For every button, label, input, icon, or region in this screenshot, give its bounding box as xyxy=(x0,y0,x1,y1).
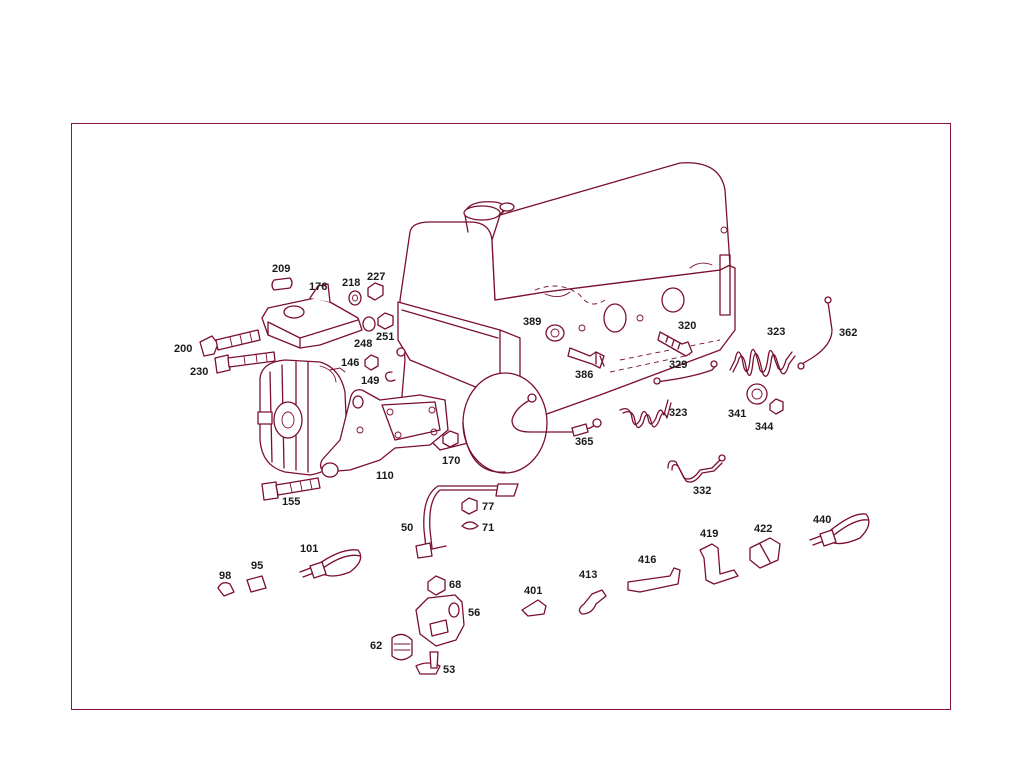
callout-53: 53 xyxy=(443,664,455,676)
part-98-clip xyxy=(217,582,235,597)
part-323-wire-lower xyxy=(619,399,669,426)
part-422-clip xyxy=(749,537,781,569)
callout-344: 344 xyxy=(755,421,774,433)
diagram-frame xyxy=(71,123,951,710)
callout-110: 110 xyxy=(376,470,394,482)
callout-389: 389 xyxy=(523,316,541,328)
alternator xyxy=(257,359,348,476)
part-320-plug xyxy=(657,331,693,357)
part-77-nut xyxy=(461,497,478,515)
part-386-sender xyxy=(567,347,605,369)
part-344-nut xyxy=(769,398,784,415)
callout-209: 209 xyxy=(272,263,290,275)
callout-95: 95 xyxy=(251,560,263,572)
part-419-bracket xyxy=(699,543,739,585)
part-389-seal xyxy=(545,324,565,342)
part-62-plug xyxy=(391,633,413,661)
callout-56: 56 xyxy=(468,607,480,619)
callout-320: 320 xyxy=(678,320,696,332)
callout-71: 71 xyxy=(482,522,494,534)
part-227-nut xyxy=(367,282,384,301)
callout-77: 77 xyxy=(482,501,494,513)
callout-440: 440 xyxy=(813,514,831,526)
callout-413: 413 xyxy=(579,569,597,581)
part-341-grommet xyxy=(746,383,768,405)
part-68-nut xyxy=(427,575,446,596)
part-200-bolt xyxy=(199,329,261,357)
part-170-nut xyxy=(442,430,459,448)
callout-227: 227 xyxy=(367,271,385,283)
callout-422: 422 xyxy=(754,523,772,535)
callout-176: 176 xyxy=(309,281,327,293)
part-146-nut xyxy=(364,354,379,371)
part-53-screw xyxy=(415,651,441,675)
callout-323-lower: 323 xyxy=(669,407,687,419)
callout-62: 62 xyxy=(370,640,382,652)
part-155-bolt xyxy=(261,477,321,501)
callout-170: 170 xyxy=(442,455,460,467)
callout-155: 155 xyxy=(282,496,300,508)
callout-323-upper: 323 xyxy=(767,326,785,338)
part-95-washer xyxy=(246,575,267,593)
callout-98: 98 xyxy=(219,570,231,582)
callout-146: 146 xyxy=(341,357,359,369)
callout-68: 68 xyxy=(449,579,461,591)
part-401-clip xyxy=(521,599,547,617)
callout-248: 248 xyxy=(354,338,372,350)
part-110-bracket xyxy=(319,389,449,478)
part-413-clamp xyxy=(578,589,607,615)
callout-labels: 209 176 218 227 200 230 248 251 146 149 … xyxy=(174,263,857,676)
part-416-bracket xyxy=(627,567,681,593)
part-71-ring xyxy=(461,521,479,530)
part-365-wire xyxy=(511,399,598,433)
part-149-clip xyxy=(384,371,396,382)
part-101-cable-tie xyxy=(299,549,362,579)
engine-block xyxy=(396,162,736,474)
callout-341: 341 xyxy=(728,408,746,420)
part-230-bolt xyxy=(214,351,276,374)
callout-329: 329 xyxy=(669,359,687,371)
callout-200: 200 xyxy=(174,343,192,355)
part-251-nut xyxy=(377,312,394,330)
part-248-washer xyxy=(362,316,376,332)
callout-218: 218 xyxy=(342,277,360,289)
callout-419: 419 xyxy=(700,528,718,540)
part-362-ground-strap xyxy=(801,301,833,365)
callout-362: 362 xyxy=(839,327,857,339)
part-332-wire xyxy=(667,459,721,480)
callout-50: 50 xyxy=(401,522,413,534)
callout-251: 251 xyxy=(376,331,394,343)
part-56-bracket xyxy=(415,594,465,647)
callout-101: 101 xyxy=(300,543,318,555)
callout-365: 365 xyxy=(575,436,593,448)
part-50-sender xyxy=(415,483,519,559)
part-176-bracket xyxy=(261,283,363,349)
callout-230: 230 xyxy=(190,366,208,378)
callout-386: 386 xyxy=(575,369,593,381)
part-440-cable-tie xyxy=(809,513,870,547)
callout-149: 149 xyxy=(361,375,379,387)
part-323-wire-upper xyxy=(729,348,793,373)
callout-416: 416 xyxy=(638,554,656,566)
callout-401: 401 xyxy=(524,585,542,597)
part-209-pin xyxy=(271,277,293,291)
part-218-washer xyxy=(348,290,362,306)
callout-332: 332 xyxy=(693,485,711,497)
